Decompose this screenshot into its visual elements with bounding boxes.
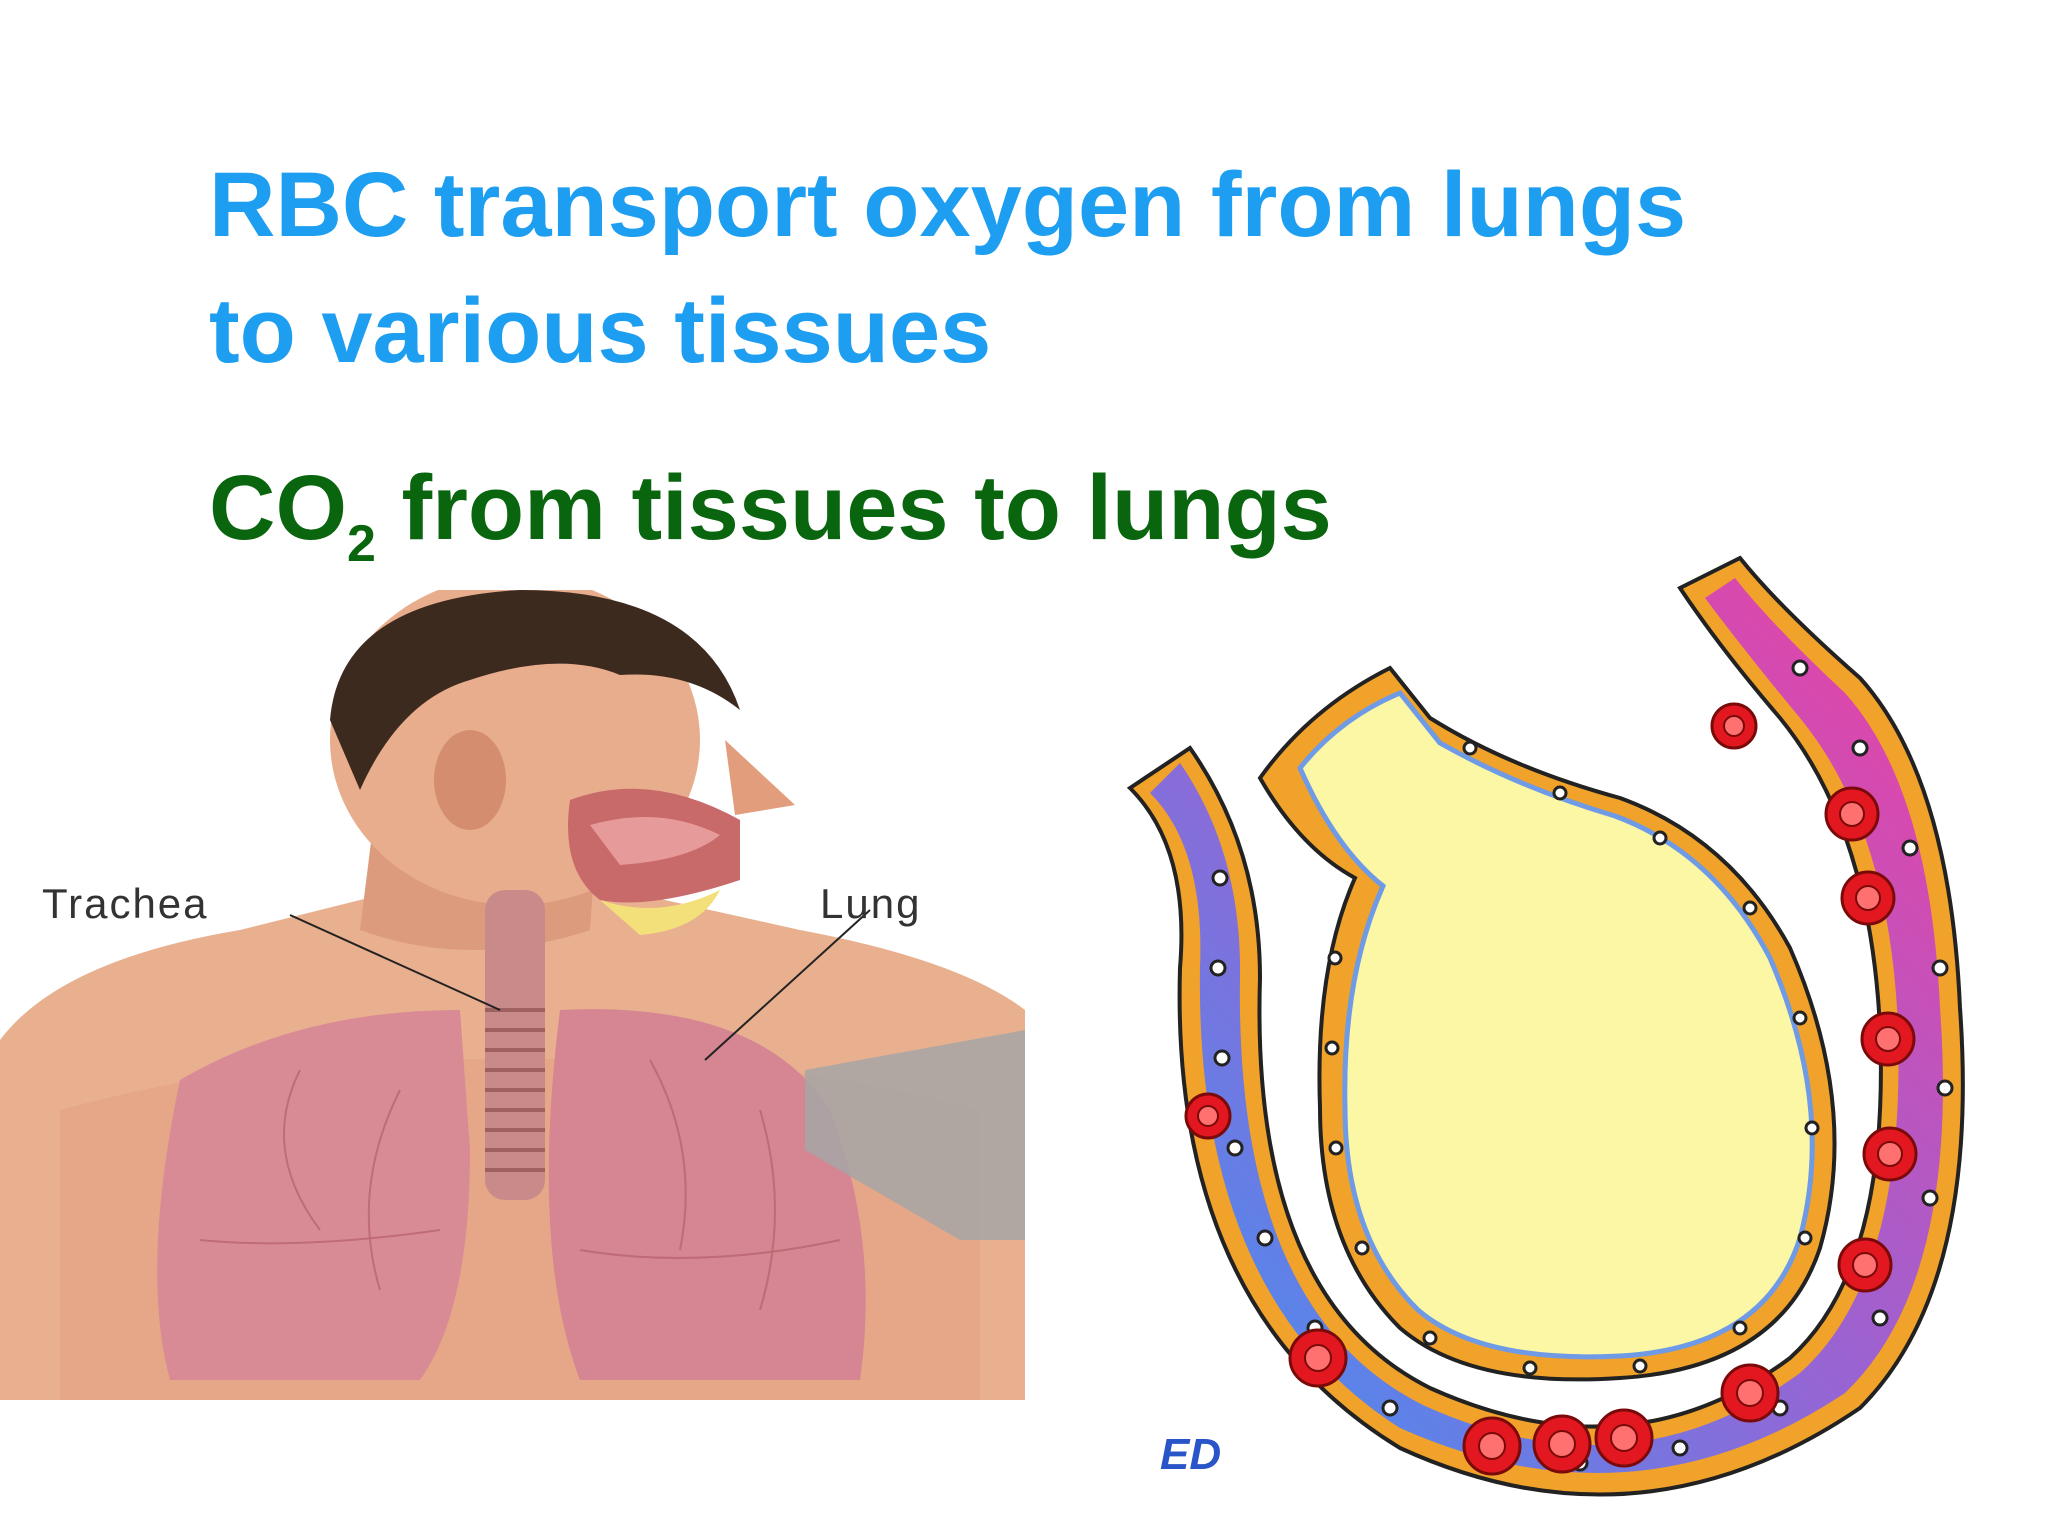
alveolus-capillary-diagram (1126, 555, 1965, 1497)
subtitle-prefix: CO (209, 457, 347, 559)
lung-label: Lung (820, 880, 922, 927)
respiratory-anatomy-illustration (0, 590, 1025, 1400)
slide-title: RBC transport oxygen from lungs to vario… (209, 154, 1687, 382)
brand-logo: ED (1160, 1430, 1221, 1480)
subtitle-subscript: 2 (347, 515, 376, 573)
brand-logo-text: ED (1160, 1430, 1222, 1479)
trachea-label: Trachea (42, 880, 209, 927)
slide-subtitle: CO2 from tissues to lungs (209, 448, 1332, 570)
subtitle-rest: from tissues to lungs (375, 457, 1332, 559)
